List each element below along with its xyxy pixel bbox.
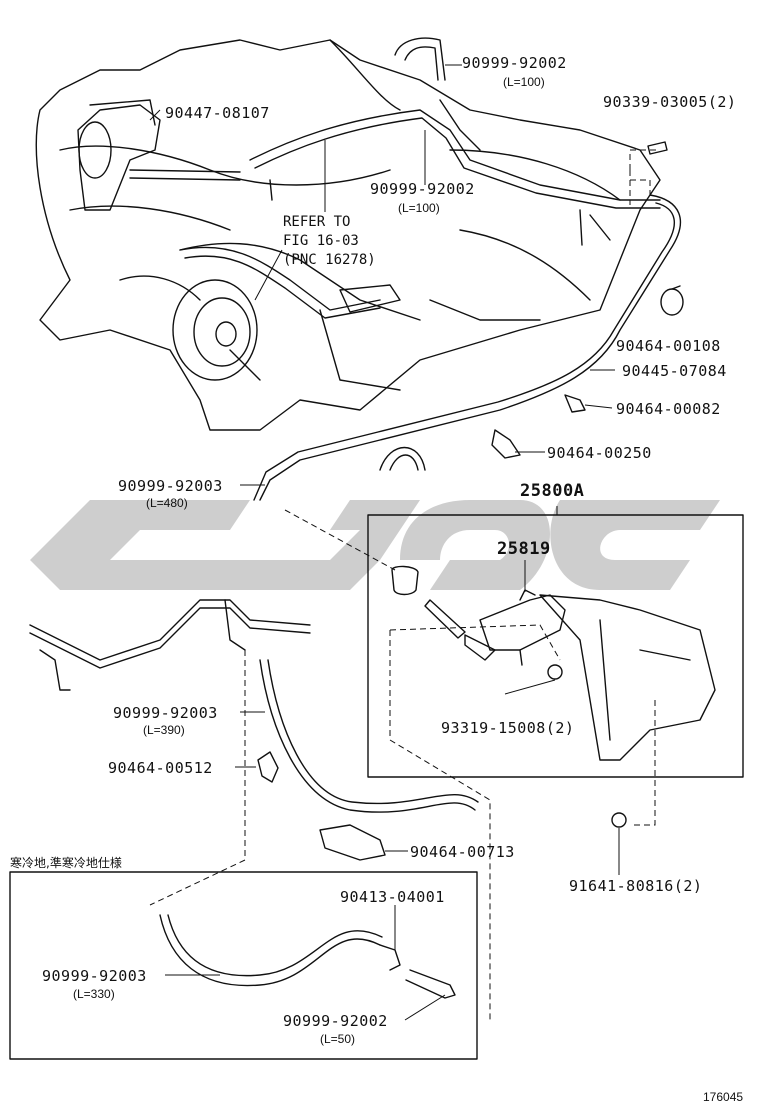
refer-note: REFER TO FIG 16-03 (PNC 16278) — [283, 214, 376, 268]
cold-spec-label: 寒冷地,準寒冷地仕様 — [10, 856, 122, 870]
cold-spec-box — [9, 871, 478, 1060]
pulley — [172, 279, 258, 381]
long-pipe-90445-07084 — [253, 194, 681, 501]
part-label-p14: 90464-00512 — [108, 759, 213, 777]
part-sub-p1: (L=100) — [503, 75, 545, 89]
part-label-p18: 90999-92003 — [42, 967, 147, 985]
nut-91641-80816 — [611, 812, 627, 828]
band-90464-00108 — [660, 285, 684, 316]
part-label-p10: 25800A — [520, 481, 585, 501]
engine-outline — [35, 39, 661, 431]
part-label-p4: 90999-92002 — [370, 180, 475, 198]
part-sub-p9: (L=480) — [146, 496, 188, 510]
part-label-p16: 91641-80816(2) — [569, 877, 703, 895]
part-sub-p19: (L=50) — [320, 1032, 356, 1046]
dashed-guides — [149, 149, 660, 1020]
part-label-p5: 90464-00108 — [616, 337, 721, 355]
leader-lines — [149, 64, 620, 1021]
vsv-assembly — [391, 565, 716, 761]
part-label-p13: 90999-92003 — [113, 704, 218, 722]
part-label-p6: 90445-07084 — [622, 362, 727, 380]
part-label-p12: 93319-15008(2) — [441, 719, 575, 737]
figure-id: 176045 — [703, 1090, 744, 1104]
part-sub-p18: (L=330) — [73, 987, 115, 1001]
part-sub-p13: (L=390) — [143, 723, 185, 737]
part-sub-p4: (L=100) — [398, 201, 440, 215]
part-label-p3: 90447-08107 — [165, 104, 270, 122]
clamp-90464-00713 — [319, 824, 386, 861]
part-label-p2: 90339-03005(2) — [603, 93, 737, 111]
lower-vacuum-pipes — [29, 599, 479, 813]
part-label-p9: 90999-92003 — [118, 477, 223, 495]
part-label-p17: 90413-04001 — [340, 888, 445, 906]
throttle-body — [77, 99, 161, 211]
part-label-p1: 90999-92002 — [462, 54, 567, 72]
clamp-90464-00250 — [491, 429, 521, 459]
part-label-p8: 90464-00250 — [547, 444, 652, 462]
part-label-p7: 90464-00082 — [616, 400, 721, 418]
part-label-p15: 90464-00713 — [410, 843, 515, 861]
bolt-93319-15008 — [547, 664, 563, 680]
cold-spec-hoses — [159, 914, 456, 999]
egr-hose — [179, 246, 401, 319]
clamp-90464-00512 — [257, 751, 279, 783]
watermark-logo — [30, 500, 720, 590]
clamp-90464-00082 — [564, 394, 586, 413]
vacuum-pipes-top — [129, 37, 661, 246]
assembly-box-25800A — [367, 514, 744, 778]
part-label-p11: 25819 — [497, 539, 551, 559]
part-label-p19: 90999-92002 — [283, 1012, 388, 1030]
grommet-90339-03005 — [647, 141, 668, 155]
